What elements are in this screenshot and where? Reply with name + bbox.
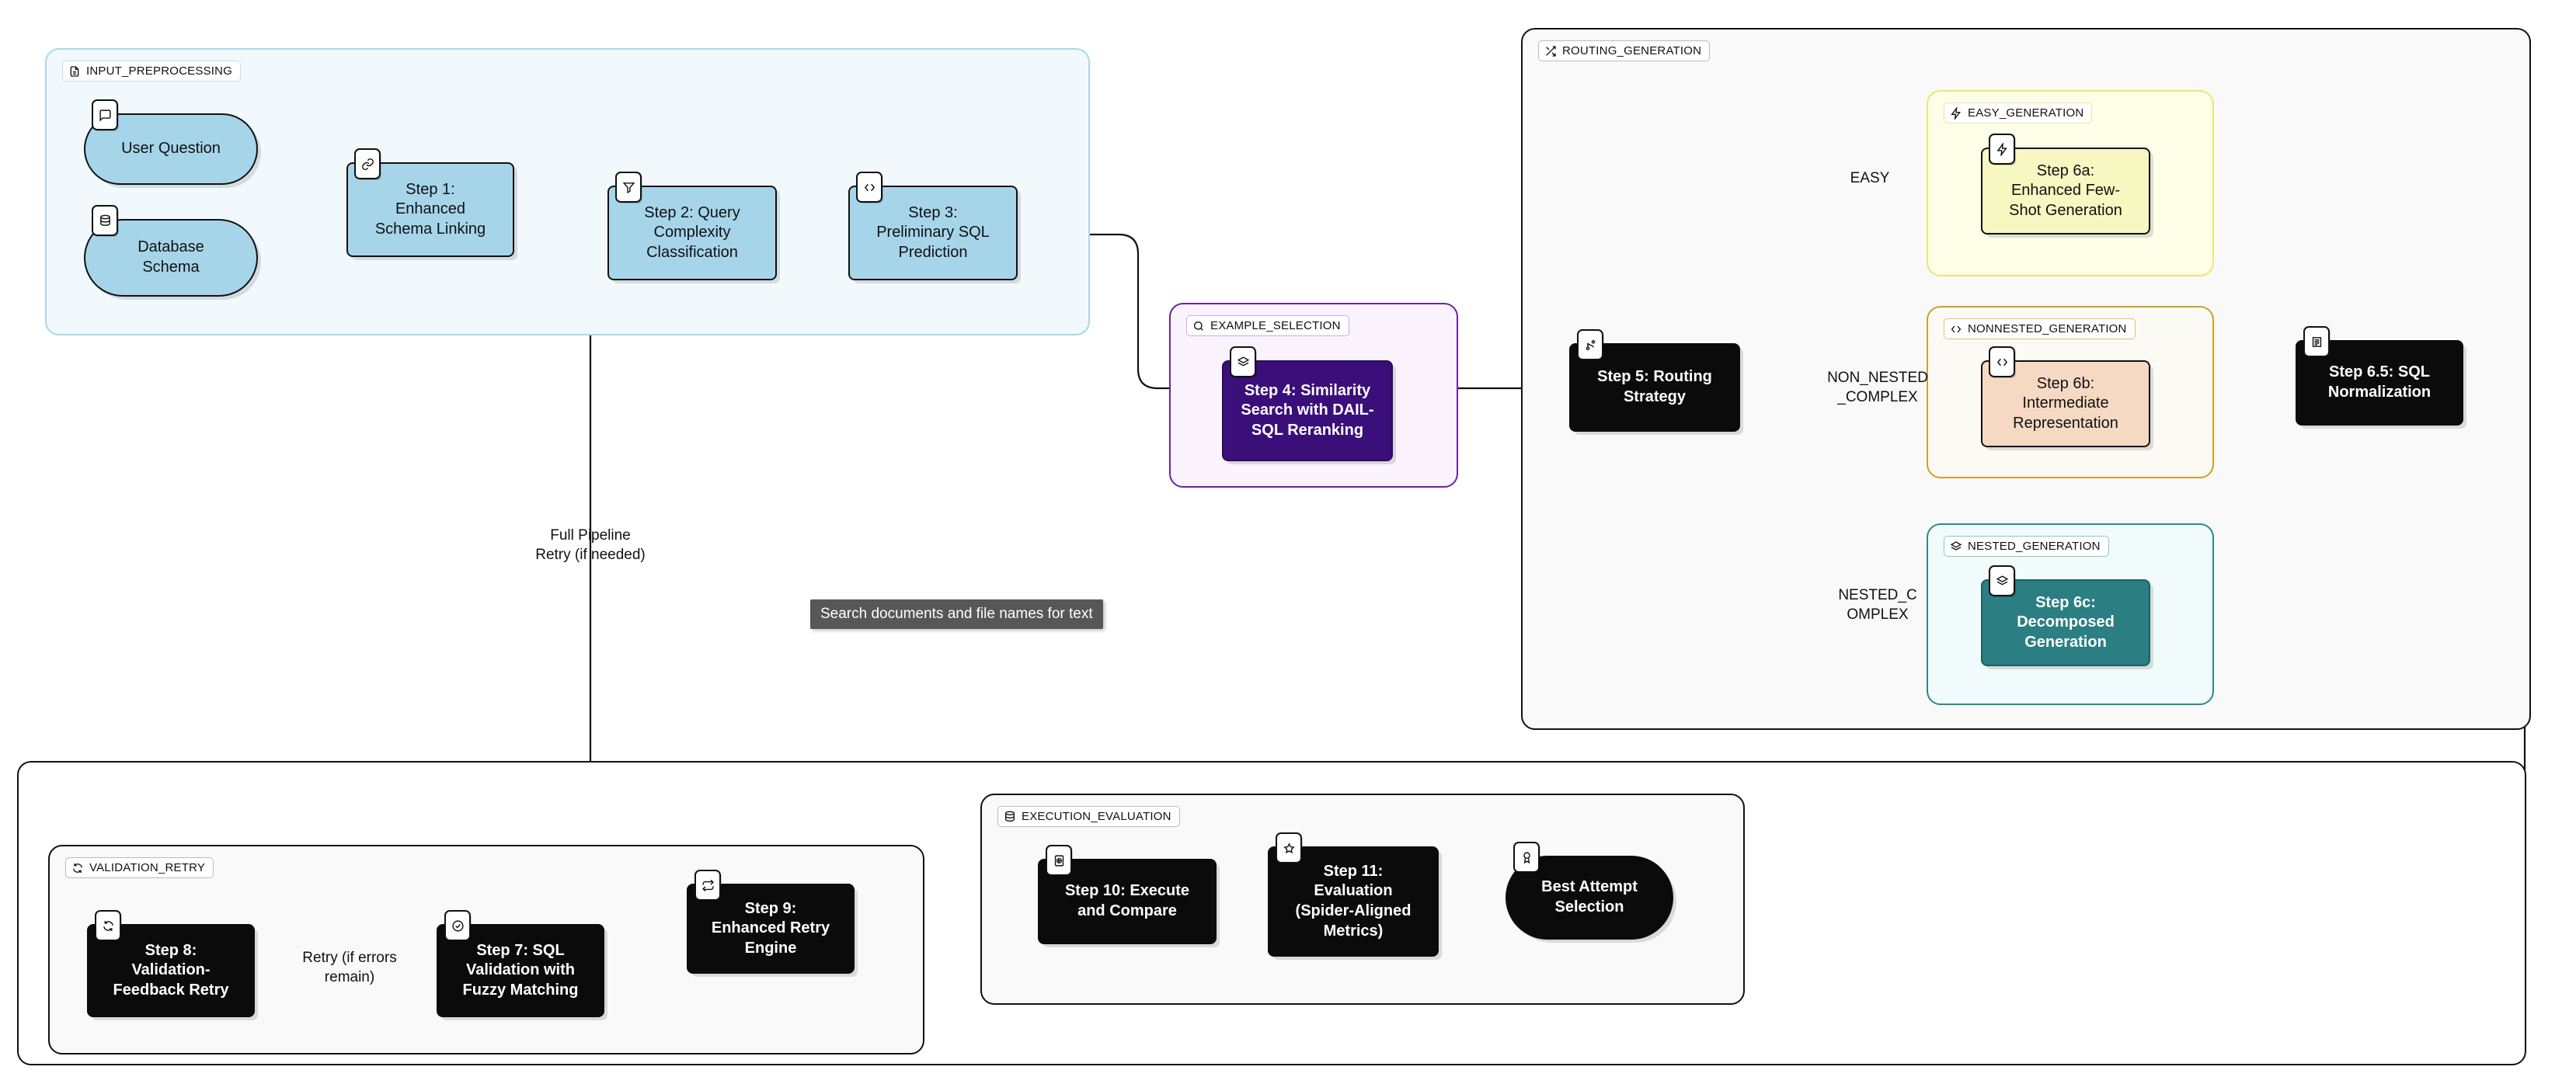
edge-label-easy: EASY <box>1850 170 1890 186</box>
group-nested-generation[interactable]: NESTED_GENERATION Step 6c: Decomposed Ge… <box>1927 523 2214 705</box>
database-icon <box>92 205 118 236</box>
node-user-question[interactable]: User Question <box>84 99 258 185</box>
node-best-attempt-selection[interactable]: Best Attempt Selection <box>1506 842 1673 940</box>
node-database-schema[interactable]: Database Schema <box>84 205 258 297</box>
document-icon <box>68 65 81 78</box>
layers-icon <box>1230 346 1256 377</box>
node-label: Step 4: Similarity Search with DAIL- SQL… <box>1241 381 1374 439</box>
edge-label-retry-if-errors-remain: Retry (if errors remain) <box>302 950 397 985</box>
node-step-6b[interactable]: Step 6b: Intermediate Representation <box>1981 346 2150 447</box>
group-title: NESTED_GENERATION <box>1968 540 2101 553</box>
group-label-routing-generation: ROUTING_GENERATION <box>1538 40 1711 61</box>
node-label: User Question <box>121 140 221 158</box>
node-label: Step 6b: Intermediate Representation <box>2013 374 2118 432</box>
search-icon <box>1192 320 1205 332</box>
group-title: NONNESTED_GENERATION <box>1968 322 2127 335</box>
node-step-7[interactable]: Step 7: SQL Validation with Fuzzy Matchi… <box>437 910 604 1017</box>
database-icon <box>1004 811 1016 823</box>
group-label-nonnested-generation: NONNESTED_GENERATION <box>1944 318 2136 339</box>
shuffle-icon <box>1544 45 1557 57</box>
edge-label-non-nested-complex: NON_NESTED _COMPLEX <box>1827 370 1928 405</box>
node-step-3[interactable]: Step 3: Preliminary SQL Prediction <box>848 172 1018 280</box>
refresh-icon <box>95 910 121 941</box>
group-label-validation-retry: VALIDATION_RETRY <box>65 857 214 878</box>
node-label: Step 2: Query Complexity Classification <box>644 203 740 261</box>
node-step-4[interactable]: Step 4: Similarity Search with DAIL- SQL… <box>1222 346 1393 461</box>
node-step-5[interactable]: Step 5: Routing Strategy <box>1569 329 1740 432</box>
group-nonnested-generation[interactable]: NONNESTED_GENERATION Step 6b: Intermedia… <box>1927 306 2214 478</box>
node-label: Step 7: SQL Validation with Fuzzy Matchi… <box>462 941 579 999</box>
node-step-1[interactable]: Step 1: Enhanced Schema Linking <box>346 148 514 257</box>
node-label: Step 10: Execute and Compare <box>1064 882 1190 919</box>
group-title: EASY_GENERATION <box>1968 106 2084 120</box>
bolt-icon <box>1950 106 1962 120</box>
group-title: INPUT_PREPROCESSING <box>86 64 233 78</box>
node-step-8[interactable]: Step 8: Validation- Feedback Retry <box>87 910 255 1017</box>
lines-icon <box>2303 326 2330 357</box>
node-step-2[interactable]: Step 2: Query Complexity Classification <box>607 172 777 280</box>
node-label: Step 11: Evaluation (Spider-Aligned Metr… <box>1295 862 1412 940</box>
layers-icon <box>1950 540 1962 553</box>
group-label-example-selection: EXAMPLE_SELECTION <box>1186 315 1349 336</box>
node-step-9[interactable]: Step 9: Enhanced Retry Engine <box>687 870 855 974</box>
node-label: Step 9: Enhanced Retry Engine <box>711 899 830 957</box>
play-circle-icon <box>1046 845 1072 876</box>
message-icon <box>92 99 118 130</box>
node-label: Step 3: Preliminary SQL Prediction <box>876 203 990 261</box>
group-input-preprocessing[interactable]: INPUT_PREPROCESSING User Question Databa… <box>45 48 1090 335</box>
group-title: VALIDATION_RETRY <box>89 861 206 874</box>
link-icon <box>354 148 381 179</box>
code-icon <box>1989 346 2015 377</box>
group-easy-generation[interactable]: EASY_GENERATION Step 6a: Enhanced Few- S… <box>1927 90 2214 276</box>
star-icon <box>1276 832 1302 863</box>
group-title: EXAMPLE_SELECTION <box>1210 319 1341 332</box>
group-label-input-preprocessing: INPUT_PREPROCESSING <box>62 61 242 82</box>
award-icon <box>1513 842 1540 873</box>
group-label-execution-evaluation: EXECUTION_EVALUATION <box>997 806 1180 827</box>
group-example-selection[interactable]: EXAMPLE_SELECTION Step 4: Similarity Sea… <box>1169 303 1458 488</box>
layers-icon <box>1989 565 2015 596</box>
edge-label-nested-complex: NESTED_C OMPLEX <box>1838 587 1917 623</box>
search-tooltip: Search documents and file names for text <box>810 599 1103 629</box>
group-title: EXECUTION_EVALUATION <box>1022 810 1171 823</box>
node-step-11[interactable]: Step 11: Evaluation (Spider-Aligned Metr… <box>1268 832 1439 957</box>
repeat-icon <box>694 870 721 901</box>
group-title: ROUTING_GENERATION <box>1562 44 1702 57</box>
group-execution-evaluation[interactable]: EXECUTION_EVALUATION Step 10: Execute an… <box>980 794 1745 1005</box>
node-label: Step 6c: Decomposed Generation <box>2017 593 2115 651</box>
node-label: Best Attempt Selection <box>1541 878 1638 915</box>
edge-label-full-pipeline-retry: Full Pipeline Retry (if needed) <box>535 527 646 563</box>
node-label: Step 6a: Enhanced Few- Shot Generation <box>2009 162 2122 219</box>
node-label: Database Schema <box>138 238 204 276</box>
check-circle-icon <box>444 910 471 941</box>
group-routing-generation[interactable]: ROUTING_GENERATION Step 5: Routing Strat… <box>1521 28 2531 730</box>
node-step-6-5[interactable]: Step 6.5: SQL Normalization <box>2296 326 2463 426</box>
filter-icon <box>615 172 642 203</box>
branch-icon <box>1577 329 1603 360</box>
group-label-nested-generation: NESTED_GENERATION <box>1944 536 2109 557</box>
node-label: Step 5: Routing Strategy <box>1597 368 1712 405</box>
node-step-6a[interactable]: Step 6a: Enhanced Few- Shot Generation <box>1981 134 2150 235</box>
node-step-10[interactable]: Step 10: Execute and Compare <box>1038 845 1217 944</box>
group-validation-retry[interactable]: VALIDATION_RETRY Step 8: Validation- Fee… <box>48 845 924 1054</box>
node-label: Step 1: Enhanced Schema Linking <box>374 180 486 238</box>
code-icon <box>856 172 882 203</box>
node-label: Step 6.5: SQL Normalization <box>2327 363 2432 401</box>
code-icon <box>1950 323 1962 335</box>
bolt-icon <box>1989 134 2015 165</box>
node-label: Step 8: Validation- Feedback Retry <box>113 941 229 999</box>
refresh-icon <box>71 862 84 874</box>
node-step-6c[interactable]: Step 6c: Decomposed Generation <box>1981 565 2150 666</box>
group-label-easy-generation: EASY_GENERATION <box>1944 102 2093 123</box>
